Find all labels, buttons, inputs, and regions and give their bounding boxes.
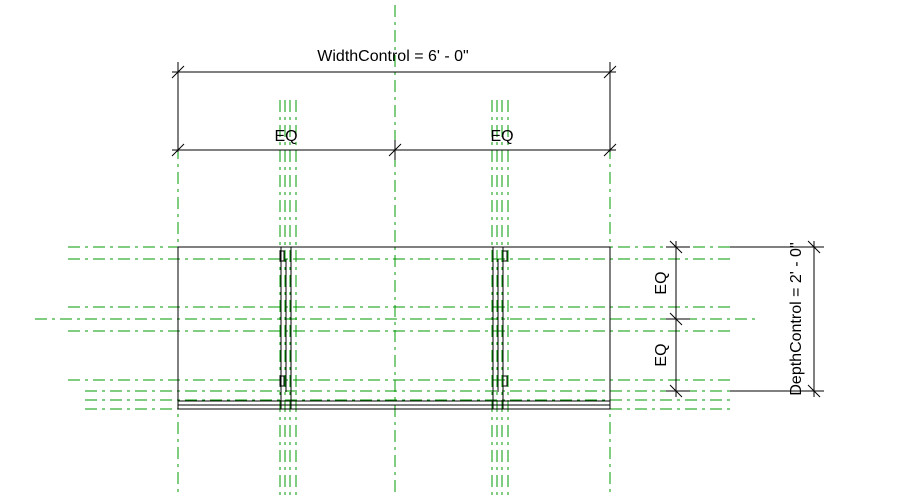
width-tick-right	[603, 65, 617, 79]
eq-horizontal-dimension[interactable]	[171, 140, 617, 160]
eq-top-label: EQ	[653, 271, 670, 294]
family-geometry	[177, 246, 611, 410]
eq-v-tick-top	[669, 240, 683, 254]
left-divider-clip-bottom	[279, 375, 285, 387]
right-divider-panel[interactable]	[492, 246, 504, 410]
depth-tick-bottom	[807, 384, 821, 398]
eq-vertical-dimension[interactable]	[666, 240, 690, 398]
depth-dimension[interactable]	[730, 240, 824, 398]
left-divider-panel[interactable]	[280, 246, 292, 410]
eq-bottom-label: EQ	[653, 343, 670, 366]
width-dimension[interactable]	[171, 62, 617, 152]
width-tick-left	[171, 65, 185, 79]
depth-tick-top	[807, 240, 821, 254]
width-dimension-label: WidthControl = 6' - 0"	[317, 48, 468, 65]
eq-left-label: EQ	[274, 128, 297, 145]
eq-h-tick-right	[603, 143, 617, 157]
eq-h-tick-left	[171, 143, 185, 157]
vertical-reference-planes	[177, 5, 611, 496]
cabinet-outline[interactable]	[177, 246, 611, 410]
eq-right-label: EQ	[490, 128, 513, 145]
right-divider-clip-bottom	[502, 375, 508, 387]
eq-h-tick-center	[388, 143, 402, 157]
eq-v-tick-mid	[669, 312, 683, 326]
depth-dimension-label: DepthControl = 2' - 0"	[788, 242, 805, 395]
right-divider-clip-top	[502, 250, 508, 262]
left-divider-clip-top	[279, 250, 285, 262]
eq-v-tick-bottom	[669, 384, 683, 398]
horizontal-reference-planes	[35, 246, 760, 410]
